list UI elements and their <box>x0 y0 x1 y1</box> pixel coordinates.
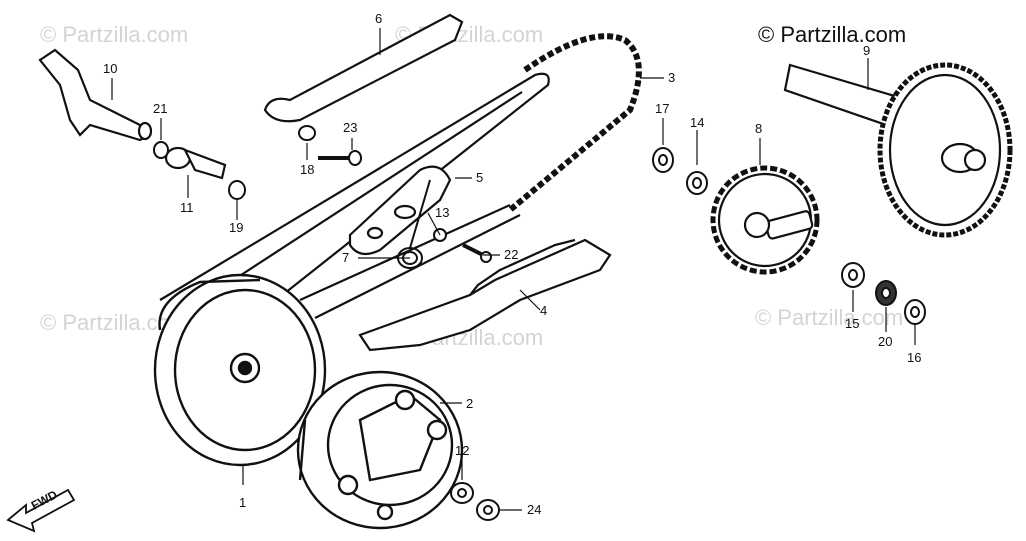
lever-shaft <box>38 48 153 142</box>
callout-5: 5 <box>476 170 483 185</box>
drive-chain <box>508 33 642 213</box>
final-gear-shaft <box>783 62 1013 238</box>
watermark: © Partzilla.com <box>755 305 903 330</box>
callout-8: 8 <box>755 121 762 136</box>
leader-lines <box>111 28 916 511</box>
callout-19: 19 <box>229 220 243 235</box>
o-ring-21 <box>153 141 169 159</box>
callout-15: 15 <box>845 316 859 331</box>
washer-18 <box>298 125 316 141</box>
callout-16: 16 <box>907 350 921 365</box>
callout-23: 23 <box>343 120 357 135</box>
chain-tensioner <box>348 165 452 256</box>
bolt-22 <box>462 243 484 257</box>
callout-14: 14 <box>690 115 704 130</box>
callout-11: 11 <box>180 200 194 215</box>
callout-6: 6 <box>375 11 382 26</box>
lever-collar <box>164 146 227 180</box>
copyright-text: © Partzilla.com <box>758 22 906 47</box>
callout-7: 7 <box>342 250 349 265</box>
callout-20: 20 <box>878 334 892 349</box>
arrow-icon <box>6 488 76 533</box>
callout-12: 12 <box>455 443 469 458</box>
callout-9: 9 <box>863 43 870 58</box>
callout-22: 22 <box>504 247 518 262</box>
chain-guide <box>358 238 612 352</box>
callout-21: 21 <box>153 101 167 116</box>
clutch-outer-pulley <box>153 273 327 467</box>
callout-labels: 1 2 3 4 5 6 7 8 9 10 11 12 13 14 15 16 1… <box>103 11 921 517</box>
drive-sprocket <box>710 165 820 275</box>
callout-1: 1 <box>239 495 246 510</box>
callout-13: 13 <box>435 205 449 220</box>
callout-4: 4 <box>540 303 547 318</box>
callout-2: 2 <box>466 396 473 411</box>
callout-24: 24 <box>527 502 541 517</box>
small-hardware <box>153 125 926 521</box>
callout-10: 10 <box>103 61 117 76</box>
forward-direction-arrow: FWD <box>6 487 76 533</box>
callout-17: 17 <box>655 101 669 116</box>
callout-3: 3 <box>668 70 675 85</box>
watermark: © Partzilla.com <box>40 22 188 47</box>
clutch-shoe-assembly <box>296 370 464 530</box>
circlip-19 <box>228 180 246 200</box>
callout-18: 18 <box>300 162 314 177</box>
chain-slider <box>263 13 464 123</box>
